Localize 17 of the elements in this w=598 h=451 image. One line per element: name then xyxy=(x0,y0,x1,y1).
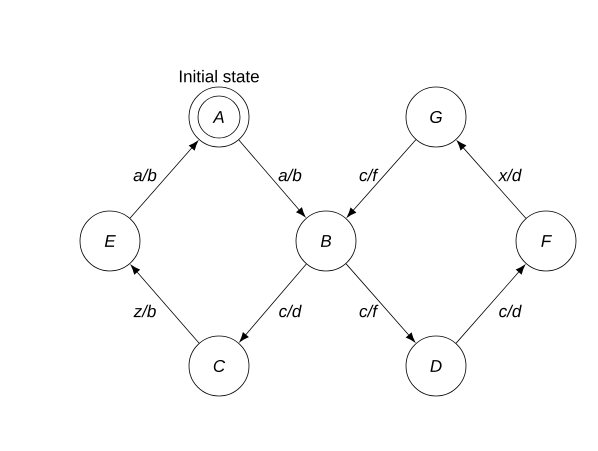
arrow xyxy=(130,264,200,344)
arrow xyxy=(346,139,416,218)
edge-label: c/d xyxy=(279,304,302,318)
edge-label: a/b xyxy=(134,168,156,182)
edge-label: x/d xyxy=(498,168,522,182)
edge-label: c/f xyxy=(360,304,378,318)
arrow xyxy=(239,264,307,342)
edge-label: a/b xyxy=(278,168,302,182)
arrow xyxy=(346,263,416,342)
arrow xyxy=(456,140,526,219)
arrow xyxy=(130,140,198,219)
arrow xyxy=(456,264,526,344)
edge-label: c/f xyxy=(360,168,378,182)
state-caption: Initial state xyxy=(180,70,259,82)
edge-label: c/d xyxy=(499,304,522,318)
arrow xyxy=(238,140,306,218)
edge-label: z/b xyxy=(134,304,156,318)
